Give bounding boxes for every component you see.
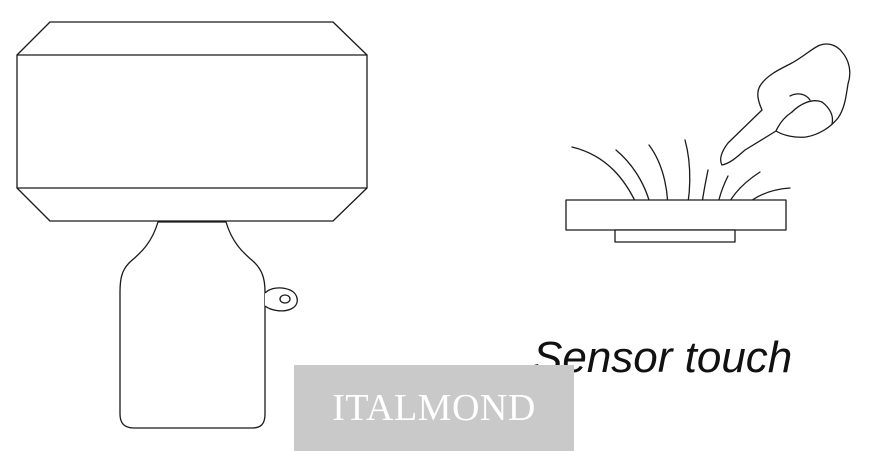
lamp-switch-hole: [279, 294, 291, 304]
lamp-switch-ring: [264, 287, 298, 312]
hand-knuckle-line: [791, 100, 823, 113]
sensor-touch-illustration: [565, 43, 851, 243]
sensor-panel-foot: [614, 229, 736, 243]
hand-thumb-line: [789, 93, 811, 101]
hand-finger-line: [775, 111, 793, 132]
lamp-base: [119, 221, 266, 429]
watermark-text: ITALMOND: [332, 387, 536, 429]
hand-fold-line: [821, 101, 834, 125]
pointing-hand: [720, 43, 851, 166]
lamp-illustration: [16, 21, 368, 429]
sensor-touch-caption: Sensor touch: [533, 333, 793, 382]
watermark-badge: ITALMOND: [294, 365, 574, 451]
sensor-panel: [565, 199, 787, 231]
lamp-shade: [16, 21, 368, 222]
